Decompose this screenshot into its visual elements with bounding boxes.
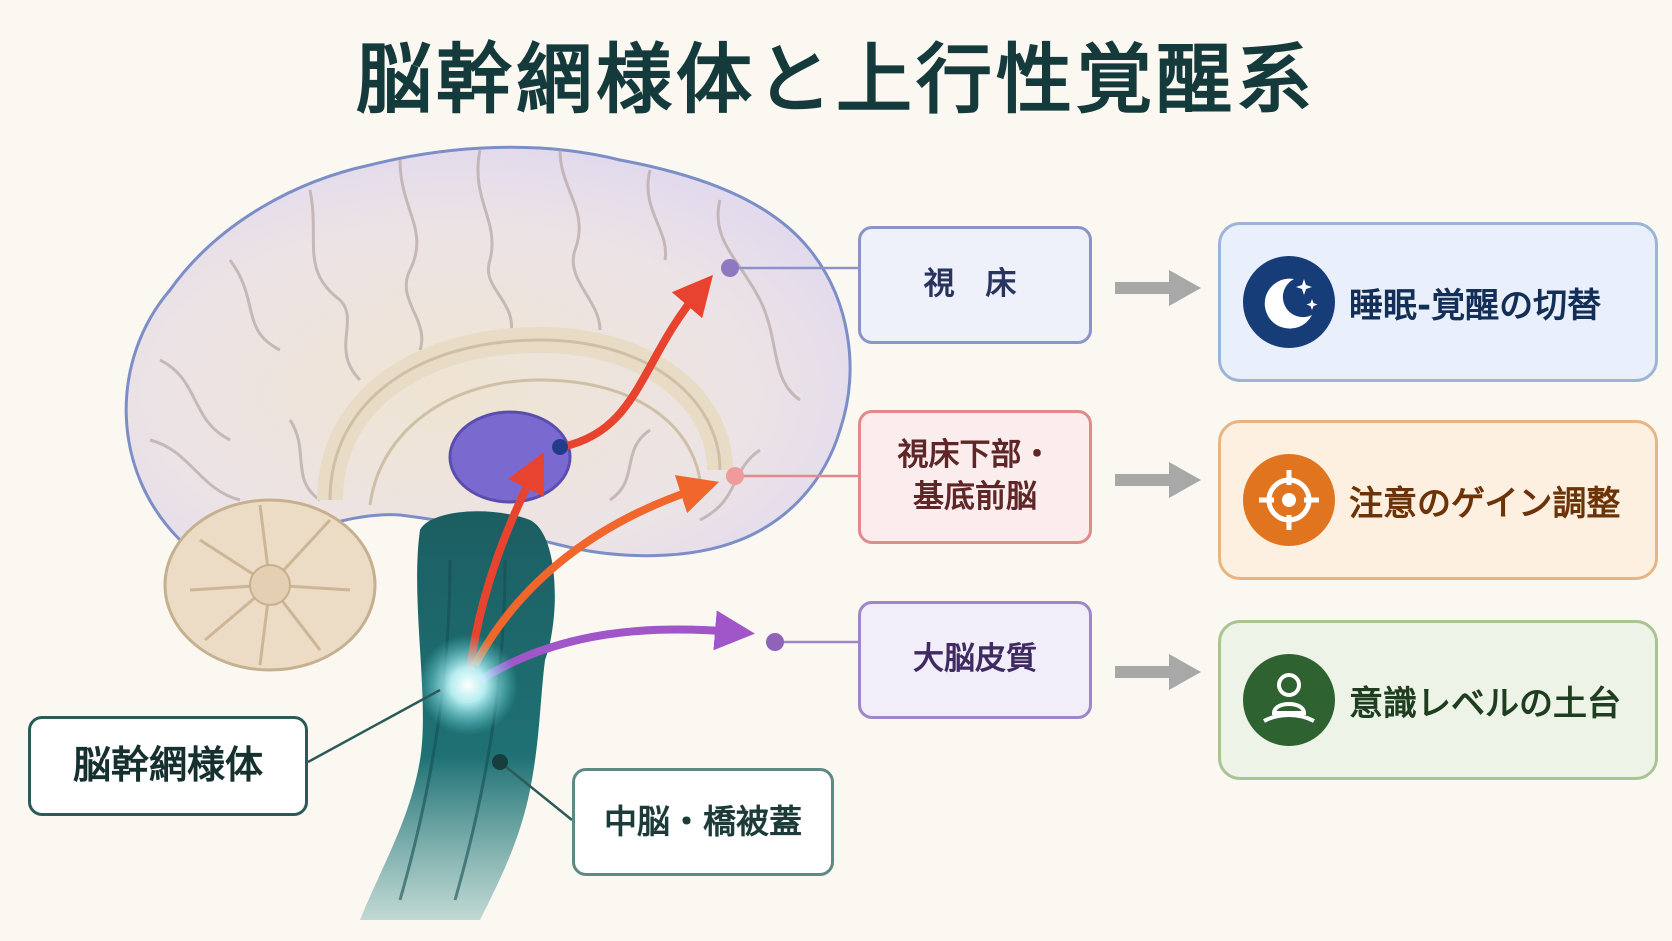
pathway-to-hypothalamus xyxy=(471,475,720,667)
label-hypothalamus-line2: 基底前脳 xyxy=(913,479,1037,515)
label-hypothalamus: 視床下部・ 基底前脳 xyxy=(858,410,1092,544)
moon-stars-icon xyxy=(1243,256,1335,348)
arrow-right-icon xyxy=(1115,270,1201,306)
function-consciousness-base-text: 意識レベルの土台 xyxy=(1349,683,1621,724)
label-midbrain-pons-text: 中脳・橋被蓋 xyxy=(604,801,802,841)
function-attention-gain: 注意のゲイン調整 xyxy=(1218,420,1658,580)
person-icon xyxy=(1243,654,1335,746)
reticular-glow xyxy=(418,635,518,735)
function-consciousness-base: 意識レベルの土台 xyxy=(1218,620,1658,780)
thalamus-region xyxy=(448,410,572,504)
label-hypothalamus-line1: 視床下部・ xyxy=(897,437,1053,474)
label-midbrain-pons: 中脳・橋被蓋 xyxy=(572,768,834,876)
gyri-lines xyxy=(149,149,801,522)
function-attention-gain-text: 注意のゲイン調整 xyxy=(1349,483,1621,524)
label-reticular-formation: 脳幹網様体 xyxy=(28,716,308,816)
arrow-right-icon xyxy=(1115,462,1201,498)
label-reticular-formation-text: 脳幹網様体 xyxy=(72,743,263,788)
page-title: 脳幹網様体と上行性覚醒系 xyxy=(356,35,1316,124)
label-cortex-text: 大脳皮質 xyxy=(913,641,1037,678)
cerebellum xyxy=(163,498,377,672)
pathway-to-thalamus-outer xyxy=(561,274,714,451)
crosshair-icon xyxy=(1243,454,1335,546)
label-thalamus-text: 視 床 xyxy=(923,266,1027,303)
arrow-right-icon xyxy=(1115,654,1201,690)
label-cortex: 大脳皮質 xyxy=(858,601,1092,719)
function-sleep-wake-text: 睡眠-覚醒の切替 xyxy=(1349,285,1602,326)
function-sleep-wake: 睡眠-覚醒の切替 xyxy=(1218,222,1658,382)
label-thalamus: 視 床 xyxy=(858,226,1092,344)
